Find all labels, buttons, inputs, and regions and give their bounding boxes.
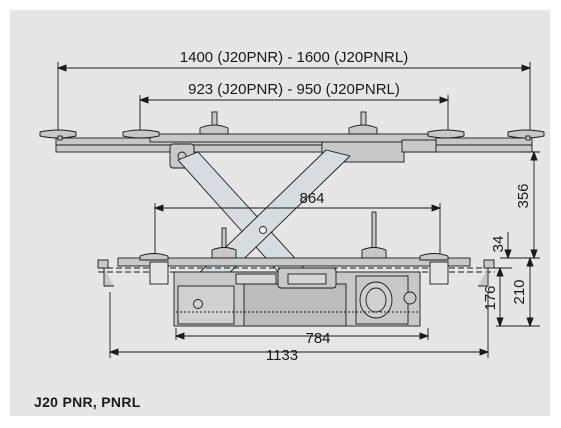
dim-line-pad-height <box>504 232 512 260</box>
dim-line-scissor-span <box>153 203 442 262</box>
label-scissor-span: 864 <box>299 190 324 207</box>
label-overall-width: 1400 (J20PNR) - 1600 (J20PNRL) <box>180 49 408 66</box>
lower-saddles <box>211 211 387 259</box>
upper-beam <box>55 133 533 163</box>
top-pads <box>39 129 545 141</box>
label-overall-base: 1133 <box>266 347 298 364</box>
dim-line-overall-base <box>108 292 490 358</box>
base-body <box>173 267 421 327</box>
lower-rails <box>98 253 495 285</box>
label-lift-height: 356 <box>515 183 532 208</box>
top-saddles <box>199 111 378 135</box>
dim-line-total-low <box>496 256 540 328</box>
dim-line-pad-span <box>138 95 450 132</box>
label-base-height: 176 <box>482 285 499 310</box>
label-pad-span: 923 (J20PNR) - 950 (J20PNRL) <box>188 81 400 98</box>
dim-line-lift-height <box>520 150 540 260</box>
diagram-caption: J20 PNR, PNRL <box>34 394 141 410</box>
label-base-length: 784 <box>305 330 330 347</box>
dim-line-base-height <box>494 266 512 328</box>
dim-line-base-length <box>174 328 430 340</box>
label-pad-height: 34 <box>490 236 507 253</box>
side-hooks <box>97 259 495 287</box>
label-total-low: 210 <box>511 279 528 304</box>
dim-line-overall-width <box>56 62 532 132</box>
